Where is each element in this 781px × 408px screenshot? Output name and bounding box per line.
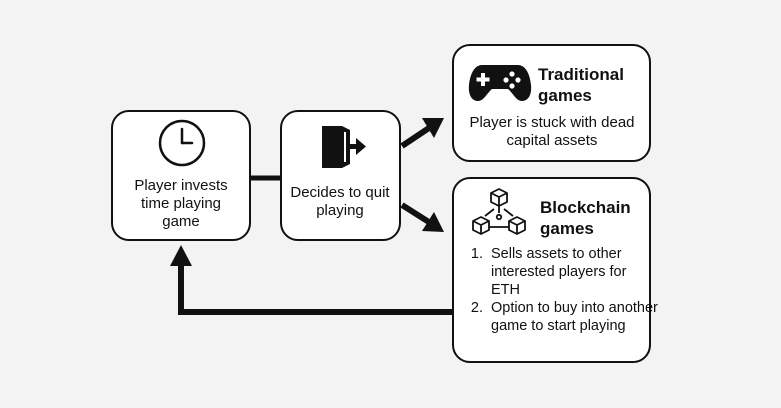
blockchain-step-2: Option to buy into another game to start…: [487, 299, 659, 335]
gamepad-icon: [468, 65, 532, 101]
traditional-games-title: Traditional games: [538, 65, 624, 105]
traditional-games-box: Traditional games Player is stuck with d…: [452, 44, 651, 162]
arrowhead-player: [170, 245, 192, 266]
player-box-text: Player invests time playing game: [134, 177, 228, 230]
arrow-back-to-player: [178, 262, 455, 315]
quit-box-text: Decides to quit playing: [290, 184, 390, 219]
blockchain-games-box: Blockchain games Sells assets to other i…: [452, 177, 658, 363]
arrow-to-traditional: [400, 123, 434, 149]
blockchain-steps-list: Sells assets to other interested players…: [463, 245, 659, 335]
player-box: Player invests time playing game: [111, 110, 251, 241]
arrow-to-blockchain: [400, 202, 434, 227]
traditional-games-text: Player is stuck with dead capital assets: [469, 114, 635, 149]
blockchain-step-1: Sells assets to other interested players…: [487, 245, 659, 299]
arrowhead-blockchain: [422, 212, 444, 232]
clock-icon: [158, 119, 206, 167]
arrowhead-traditional: [422, 118, 444, 138]
blockchain-cubes-icon: [472, 188, 526, 235]
quit-box: Decides to quit playing: [280, 110, 401, 241]
exit-door-icon: [322, 126, 366, 168]
blockchain-games-title: Blockchain games: [540, 198, 631, 238]
